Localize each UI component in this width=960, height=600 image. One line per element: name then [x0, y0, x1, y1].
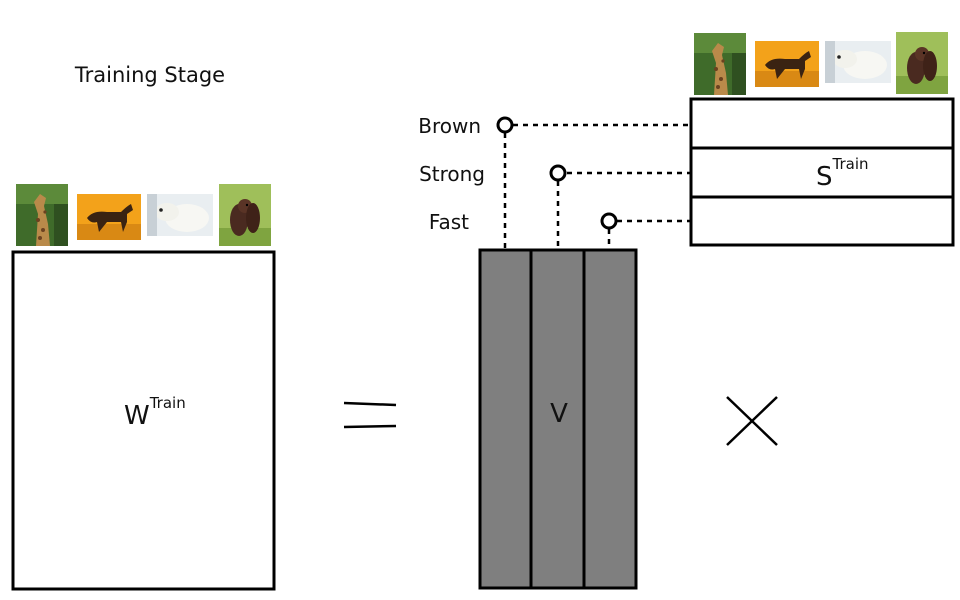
horse-image [77, 194, 141, 240]
connector-node-brown [496, 116, 514, 134]
polar-bear-image [147, 194, 213, 236]
connector-node-fast [600, 212, 618, 230]
w-matrix [11, 250, 276, 591]
s-matrix [689, 97, 955, 247]
giraffe-image [16, 184, 68, 246]
v-matrix-label: V [550, 399, 568, 429]
squirrel-image [896, 32, 948, 94]
s-row-strong [689, 146, 955, 199]
v-column-strong [529, 248, 586, 590]
w-thumbnails [16, 184, 271, 246]
s-row-brown [689, 97, 955, 150]
page-title: Training Stage [74, 63, 225, 87]
s-row-fast [689, 195, 955, 247]
times-operator [726, 396, 778, 446]
v-column-fast [582, 248, 638, 590]
attribute-label-strong: Strong [419, 162, 485, 186]
connector-node-strong [549, 164, 567, 182]
v-column-brown [478, 248, 533, 590]
w-matrix-label: WTrain [124, 394, 186, 431]
v-matrix [478, 248, 638, 590]
equals-operator [343, 401, 397, 429]
horse-image [755, 41, 819, 87]
s-thumbnails [694, 32, 948, 95]
giraffe-image [694, 33, 746, 95]
attribute-connectors [503, 123, 691, 250]
attribute-label-brown: Brown [418, 114, 481, 138]
s-matrix-label: STrain [816, 155, 869, 192]
attribute-label-fast: Fast [429, 210, 469, 234]
squirrel-image [219, 184, 271, 246]
polar-bear-image [825, 41, 891, 83]
